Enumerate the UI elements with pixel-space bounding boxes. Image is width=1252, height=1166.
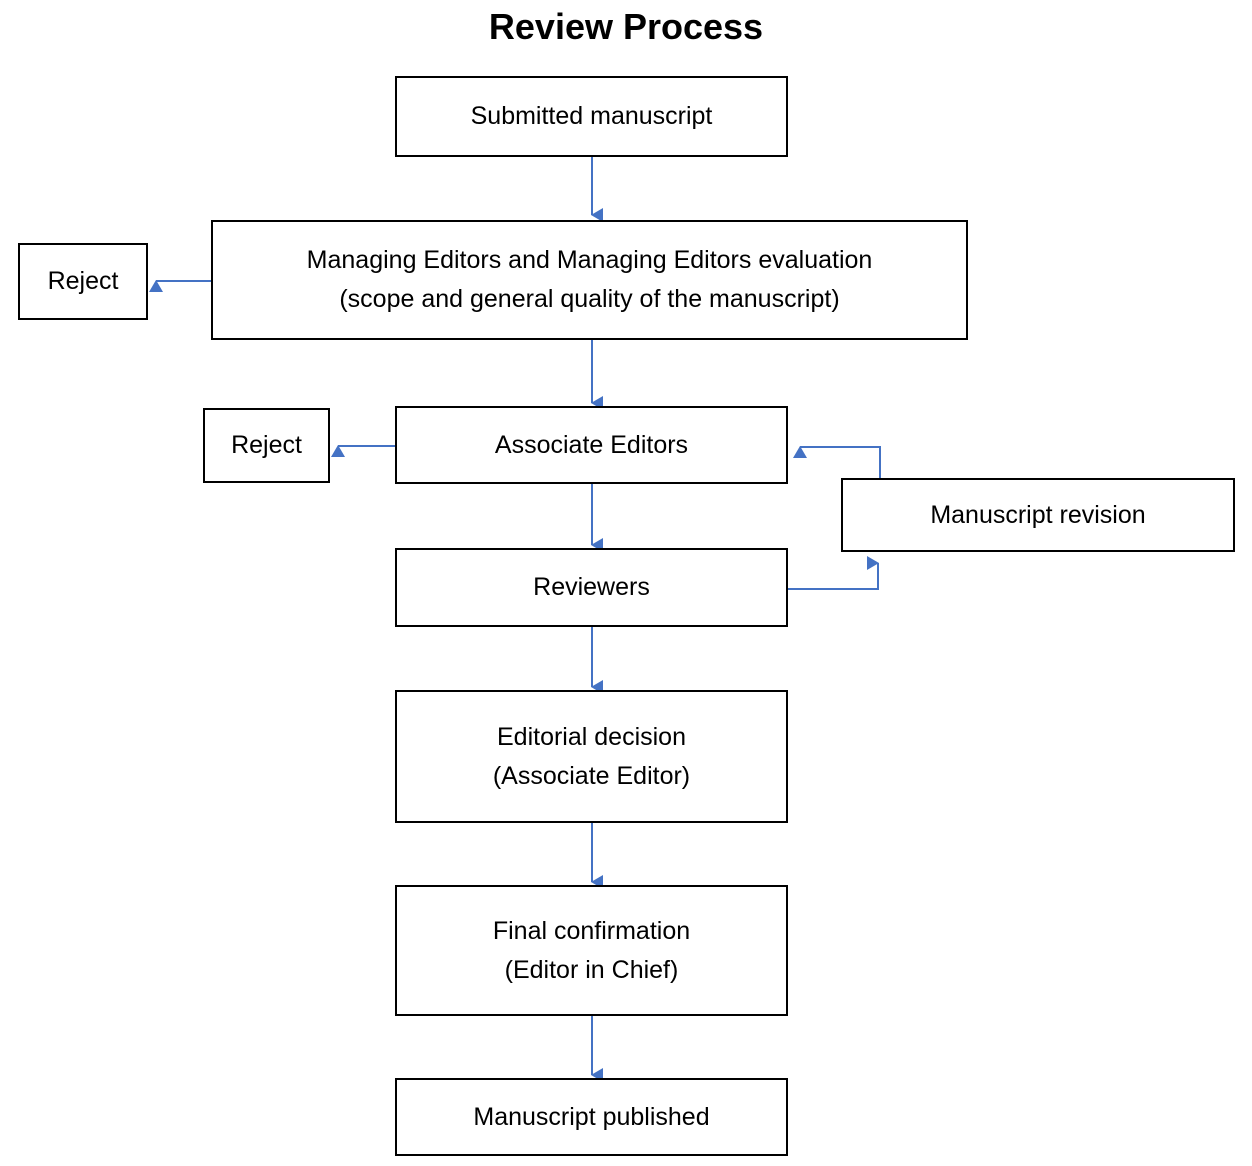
node-submitted-manuscript[interactable]: Submitted manuscript (395, 76, 788, 157)
node-label: Editorial decision (497, 722, 686, 751)
node-editorial-decision[interactable]: Editorial decision (Associate Editor) (395, 690, 788, 823)
node-label: Associate Editors (494, 430, 689, 459)
node-label: Final confirmation (492, 916, 691, 945)
node-label-secondary: (scope and general quality of the manusc… (339, 285, 840, 313)
node-label: Reviewers (533, 573, 650, 602)
node-reviewers[interactable]: Reviewers (395, 548, 788, 627)
node-label: Manuscript published (473, 1102, 710, 1131)
edge-revision-to-associate (793, 446, 881, 478)
node-label-secondary: (Editor in Chief) (504, 955, 679, 984)
node-label: Submitted manuscript (470, 102, 713, 131)
node-label: Reject (231, 431, 302, 460)
node-manuscript-published[interactable]: Manuscript published (395, 1078, 788, 1156)
edge-reviewers-to-revision (788, 556, 879, 590)
node-label: Manuscript revision (930, 500, 1146, 529)
node-label: Reject (47, 267, 119, 296)
node-label-secondary: (Associate Editor) (492, 761, 691, 790)
node-associate-editors[interactable]: Associate Editors (395, 406, 788, 484)
node-managing-editors-evaluation[interactable]: Managing Editors and Managing Editors ev… (211, 220, 968, 340)
node-final-confirmation[interactable]: Final confirmation (Editor in Chief) (395, 885, 788, 1016)
node-reject-associate[interactable]: Reject (203, 408, 330, 483)
node-reject-managing[interactable]: Reject (18, 243, 148, 320)
page-title: Review Process (488, 6, 764, 47)
node-label: Managing Editors and Managing Editors ev… (306, 246, 873, 275)
node-manuscript-revision[interactable]: Manuscript revision (841, 478, 1235, 552)
